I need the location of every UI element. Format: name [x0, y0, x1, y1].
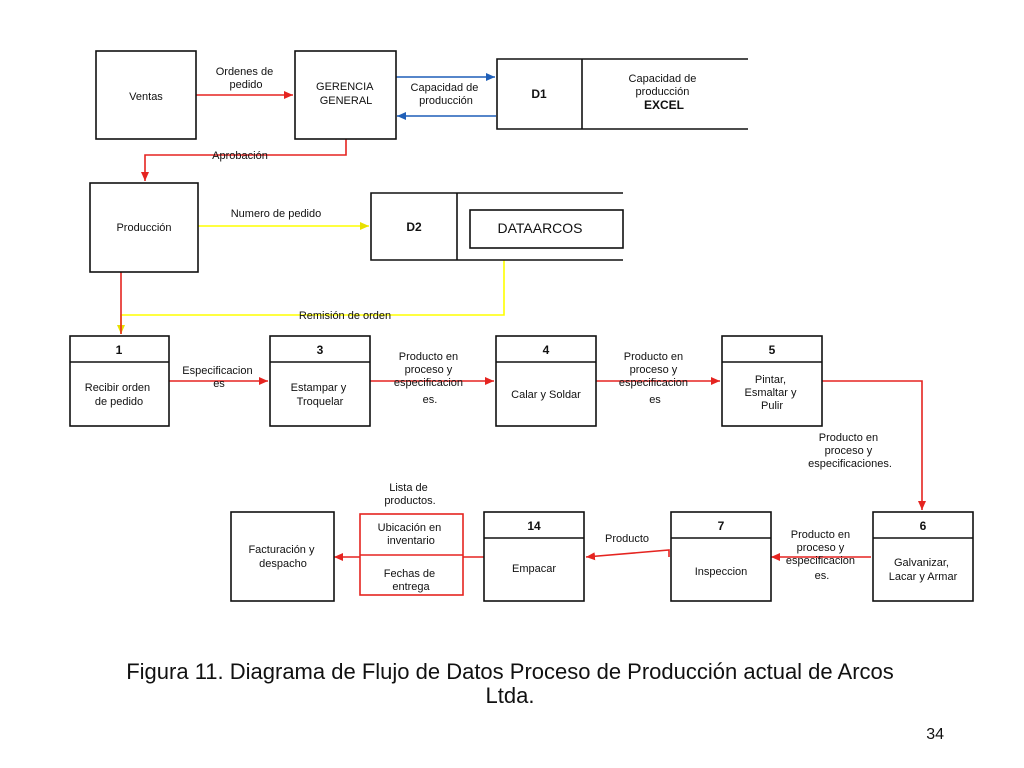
process-1-label: Recibir orden de pedido [85, 382, 153, 408]
fechas-entrega-label: Fechas de entrega [384, 568, 438, 593]
process-6-label: Galvanizar, Lacar y Armar [889, 557, 958, 583]
entity-facturacion-label: Facturación y despacho [248, 544, 317, 570]
flow-5-6-line [822, 380, 926, 510]
store-d2-id: D2 [406, 220, 422, 234]
flow-numero-pedido-label: Numero de pedido [231, 208, 322, 220]
process-4: 4 Calar y Soldar [495, 335, 597, 427]
entity-ventas-label: Ventas [129, 91, 163, 103]
entity-gerencia-label: GERENCIA GENERAL [316, 81, 376, 107]
flow-especificaciones-label: Especificacion es [182, 365, 255, 390]
process-3: 3 Estampar y Troquelar [269, 335, 371, 427]
store-d1-label: Capacidad de producción EXCEL [629, 73, 700, 112]
process-5-label: Pintar, Esmaltar y Pulir [744, 374, 799, 412]
entity-produccion: Producción [89, 182, 199, 273]
flow-remision-label: Remisión de orden [299, 310, 391, 322]
process-14-label: Empacar [512, 563, 556, 575]
entity-ventas: Ventas [95, 50, 197, 140]
process-7-label: Inspeccion [695, 566, 748, 578]
page-number: 34 [926, 726, 944, 743]
store-d2-label: DATAARCOS [497, 220, 582, 236]
process-6-number: 6 [920, 519, 927, 533]
flow-4-5-label: Producto en proceso y especificacion es [619, 351, 691, 406]
process-3-number: 3 [317, 343, 324, 357]
data-flow-diagram: Ventas GERENCIA GENERAL Producción Factu… [69, 50, 974, 602]
process-14-number: 14 [527, 519, 541, 533]
flow-producto-line [585, 549, 670, 561]
process-4-label: Calar y Soldar [511, 389, 581, 401]
flow-producto-label: Producto [605, 533, 649, 545]
process-5-number: 5 [769, 343, 776, 357]
store-d1: D1 Capacidad de producción EXCEL [496, 58, 748, 130]
figure-caption-line-1: Figura 11. Diagrama de Flujo de Datos Pr… [126, 659, 894, 684]
entity-facturacion-despacho: Facturación y despacho [230, 511, 335, 602]
flow-6-7-label: Producto en proceso y especificacion es. [786, 529, 858, 582]
flow-capacidad-label: Capacidad de producción [411, 82, 482, 107]
process-3-label: Estampar y Troquelar [291, 382, 350, 408]
flow-labels: Ordenes de pedido Capacidad de producció… [182, 66, 892, 582]
process-7: 7 Inspeccion [670, 511, 772, 602]
entity-gerencia-general: GERENCIA GENERAL [294, 50, 397, 140]
flow-aprobacion-line [141, 139, 347, 181]
flow-3-4-label: Producto en proceso y especificacion es. [394, 351, 466, 406]
process-4-number: 4 [543, 343, 550, 357]
flow-lista-productos-label: Lista de productos. [384, 482, 435, 507]
store-d1-id: D1 [531, 87, 547, 101]
figure-caption: Figura 11. Diagrama de Flujo de Datos Pr… [60, 660, 960, 708]
process-5: 5 Pintar, Esmaltar y Pulir [721, 335, 823, 427]
process-7-number: 7 [718, 519, 725, 533]
store-d2: D2 DATAARCOS [370, 192, 624, 261]
process-1-number: 1 [116, 343, 123, 357]
ubicacion-inventario-label: Ubicación en inventario [378, 522, 445, 547]
process-14: 14 Empacar [483, 511, 585, 602]
flow-aprobacion-label: Aprobación [212, 150, 268, 162]
entity-produccion-label: Producción [116, 222, 171, 234]
flow-ordenes-label: Ordenes de pedido [216, 66, 277, 91]
figure-caption-line-2: Ltda. [485, 683, 535, 708]
process-6: 6 Galvanizar, Lacar y Armar [872, 511, 974, 602]
lista-productos-box: Ubicación en inventario Fechas de entreg… [359, 513, 464, 596]
flow-5-6-label: Producto en proceso y especificaciones. [808, 432, 892, 470]
process-1: 1 Recibir orden de pedido [69, 335, 170, 427]
flow-lines [117, 73, 926, 561]
